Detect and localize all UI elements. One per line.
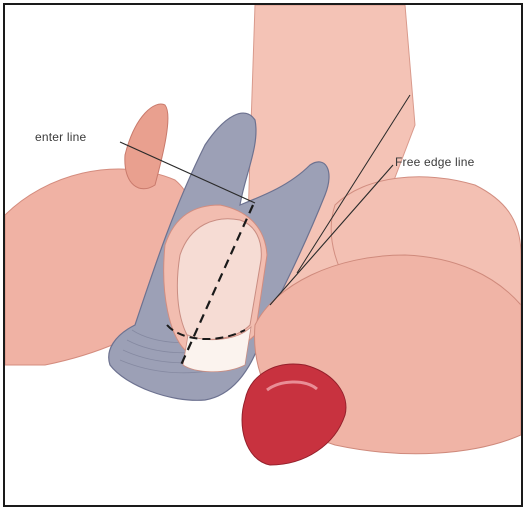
- figure-frame: enter line Free edge line: [3, 3, 523, 507]
- free-edge-line-label: Free edge line: [395, 155, 475, 169]
- polished-nail: [242, 364, 346, 465]
- nail-form-illustration-icon: [5, 5, 521, 505]
- center-line-label: enter line: [35, 130, 86, 144]
